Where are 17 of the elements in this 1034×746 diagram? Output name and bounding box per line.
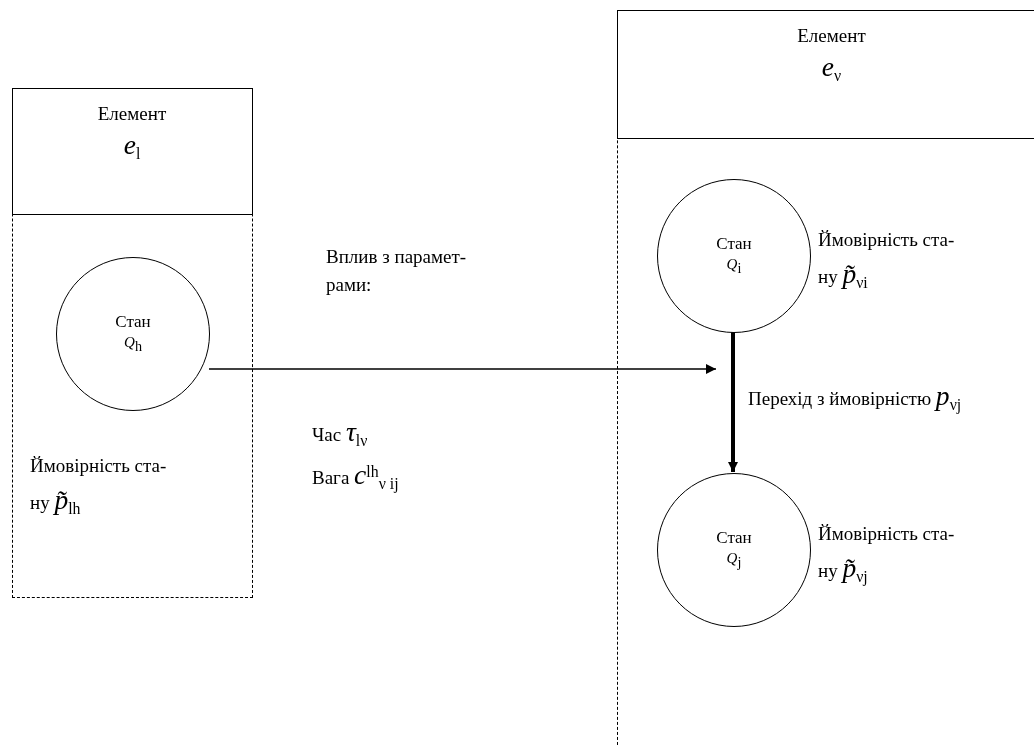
state-title: Стан: [716, 234, 752, 255]
element-box: [617, 10, 1034, 746]
element-symbol: e$_{l}$: [123, 128, 141, 163]
state-probability: Ймовірність ста- ну p̃$_{νi}$: [818, 228, 956, 293]
element-symbol: e$_{ν}$: [821, 50, 842, 85]
state-probability: Ймовірність ста- ну p̃$_{lh}$: [30, 454, 168, 519]
edge-label: Вплив з парамет- рами:: [326, 245, 468, 297]
arrow: [208, 364, 717, 374]
state-probability: Ймовірність ста- ну p̃$_{νj}$: [818, 522, 956, 588]
state-title: Стан: [115, 312, 151, 333]
element-title: Елемент: [97, 102, 167, 125]
state-title: Стан: [716, 528, 752, 549]
arrow: [728, 332, 738, 472]
edge-label: Перехід з ймовірністю p$_{νj}$: [748, 379, 963, 416]
element-title: Елемент: [797, 24, 866, 47]
element-box: [12, 88, 253, 598]
parameter-label: Час τ$_{lν}$: [312, 415, 368, 451]
